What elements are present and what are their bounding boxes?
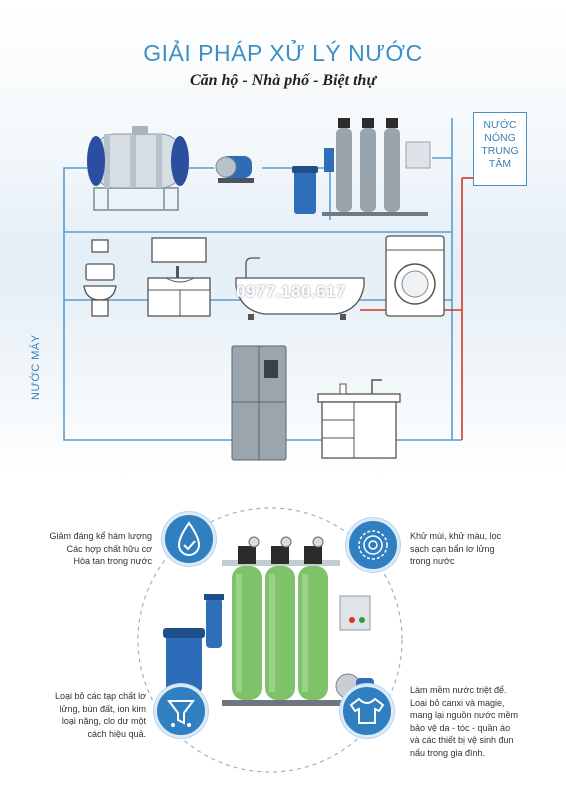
softener-tank-icon [292,166,318,214]
filter-funnel-icon [154,684,208,738]
shirt-icon [340,684,394,738]
washing-machine-icon [385,235,445,317]
vanity-sink-icon [147,237,211,317]
page-subtitle: Căn hộ - Nhà phố - Biệt thự [189,72,377,89]
feature-bottom-left: Loại bỏ các tạp chất lơ lửng, bùn đất, i… [55,691,146,739]
page-title: GIẢI PHÁP XỬ LÝ NƯỚC [143,40,423,66]
filter-system-icon [322,118,431,216]
toilet-icon [83,239,117,317]
hot-water-label: NƯỚC NÓNG TRUNG TÂM [473,112,527,186]
supply-water-label: NƯỚC MÁY [30,334,42,400]
phone-number: 0977.180.617 [236,282,346,301]
water-drop-icon [162,512,216,566]
water-tank-icon [87,126,189,211]
house-diagram [63,118,474,461]
bathtub-icon [235,257,365,320]
feature-top-left: Giảm đáng kể hàm lượng Các hợp chất hữu … [49,531,152,566]
feature-top-right: Khử mùi, khử màu, lọc sạch cạn bẩn lơ lử… [410,531,502,566]
feature-bottom-right: Làm mềm nước triệt để. Loại bỏ canxi và … [410,685,518,758]
swirl-icon [346,518,400,572]
kitchen-sink-icon [317,379,401,459]
filter-illustration [137,507,403,773]
water-pump-icon [215,156,254,183]
refrigerator-icon [231,345,287,461]
